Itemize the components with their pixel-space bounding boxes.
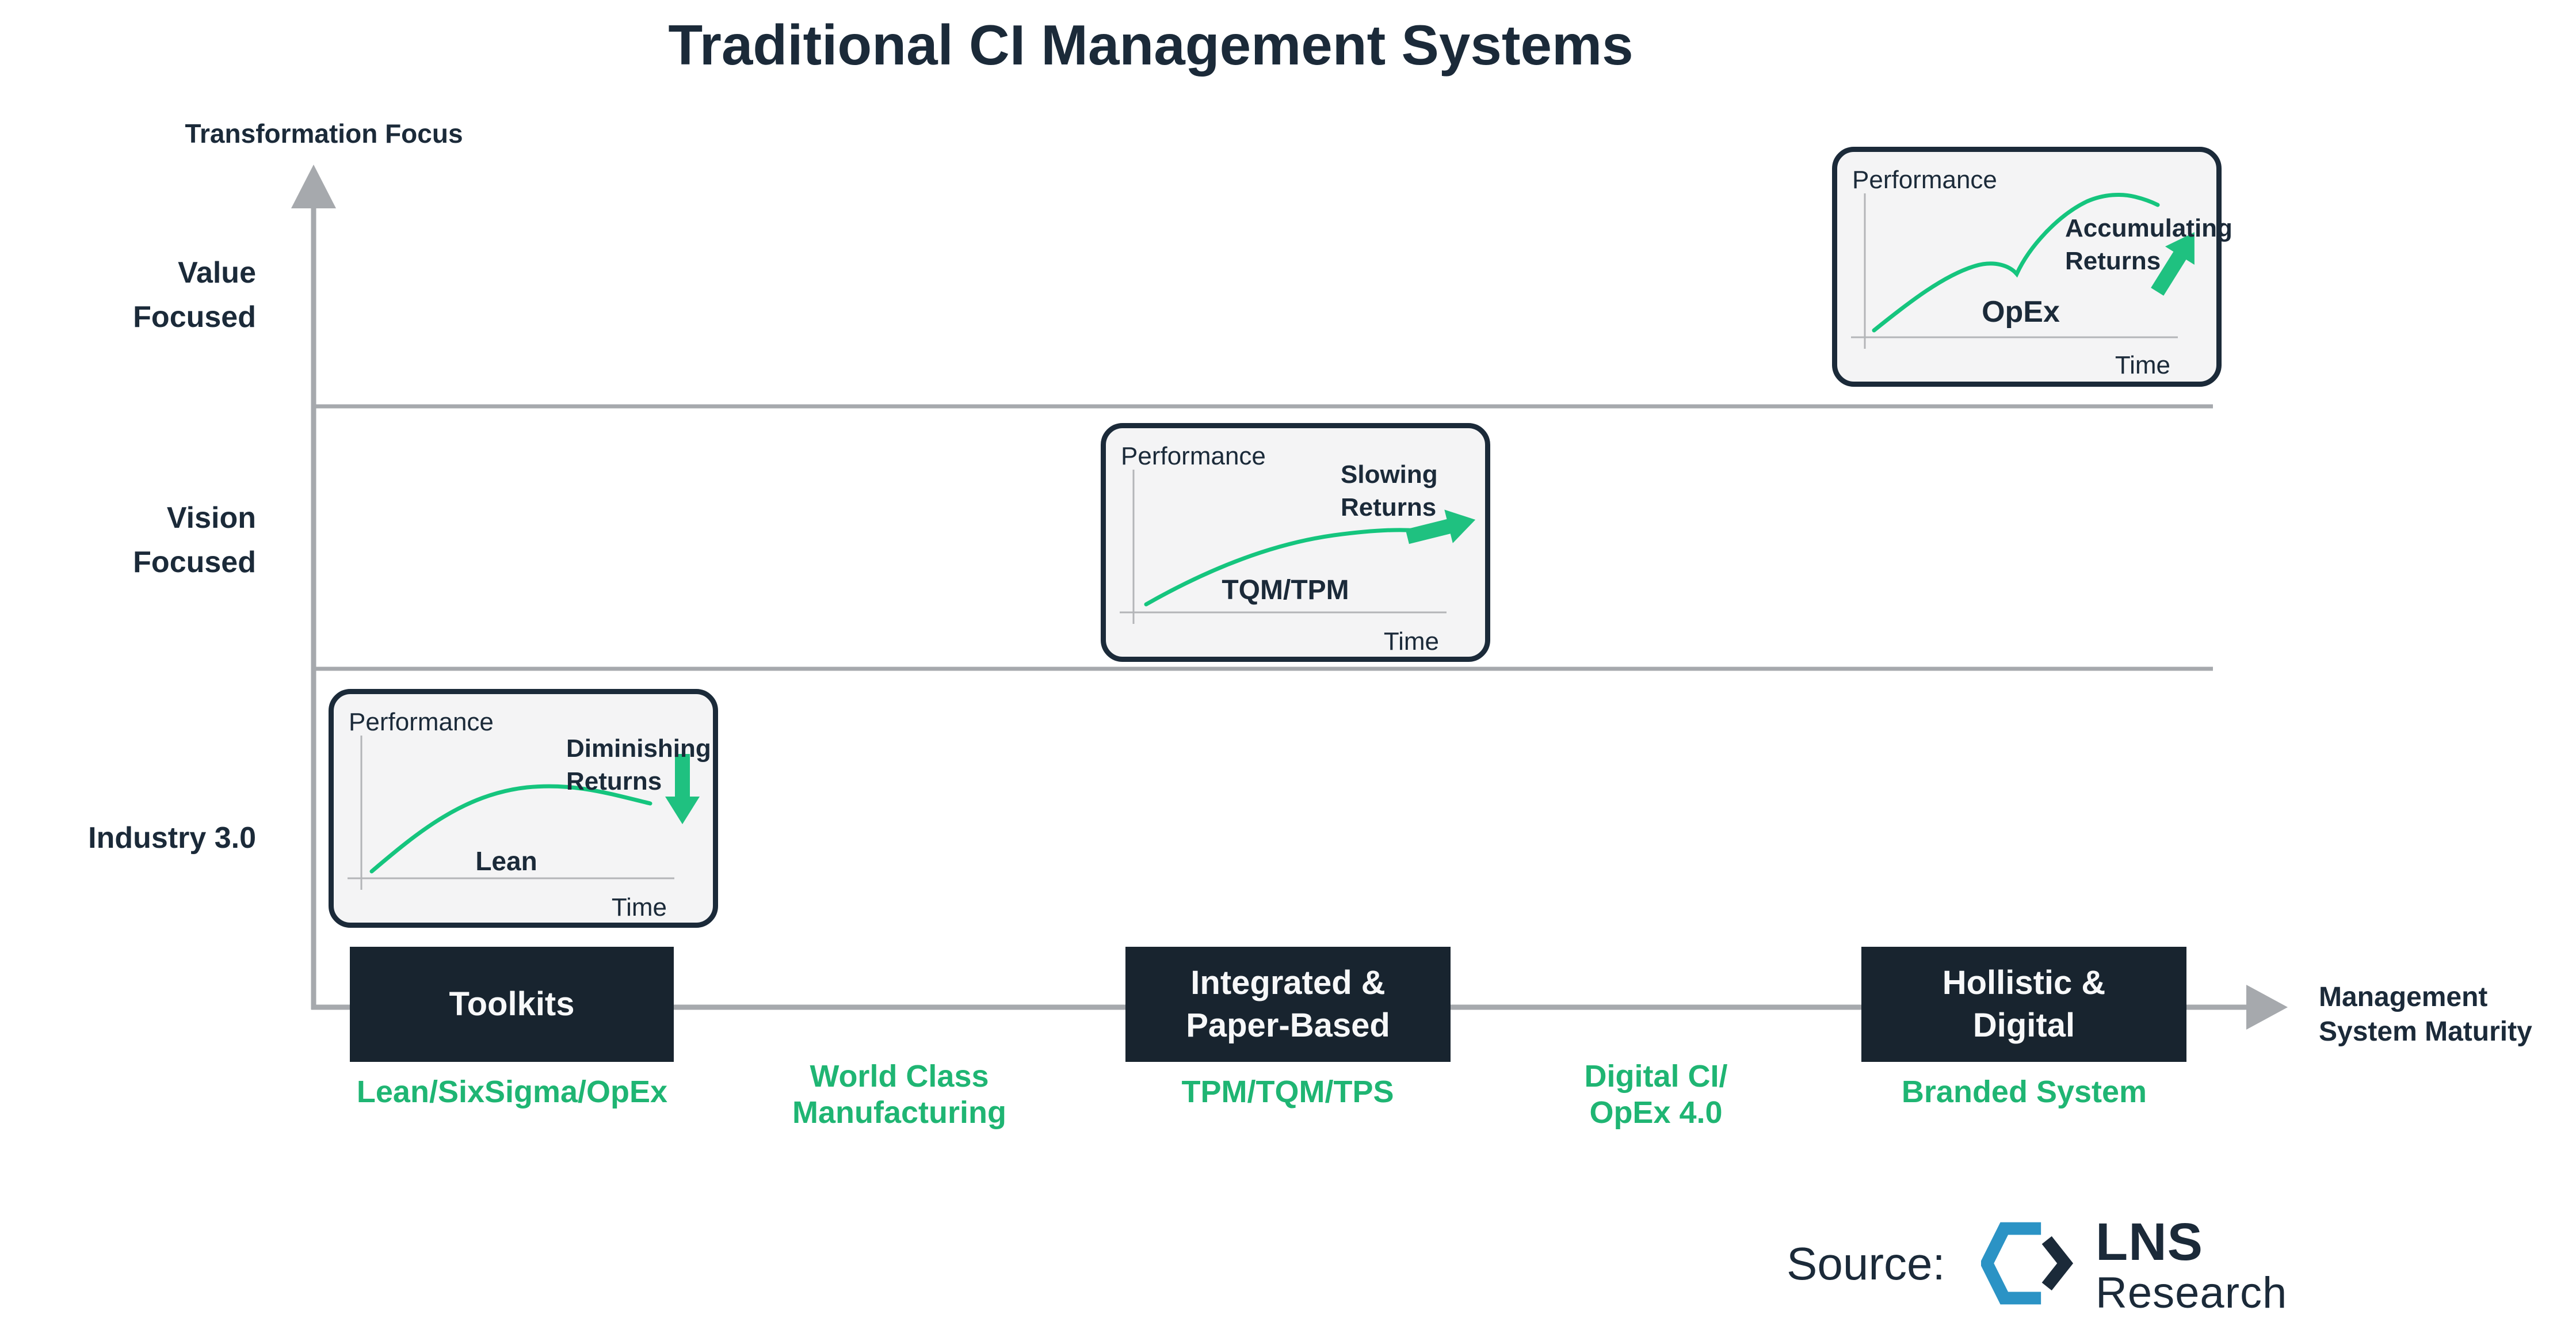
mini-y-label: Performance: [349, 708, 494, 736]
inset-chart-tqm-tpm: Performance Slowing Returns TQM/TPM Time: [1101, 423, 1490, 662]
lean-curve: [369, 784, 652, 874]
inset-chart-opex: Performance Accumulating Returns OpEx Ti…: [1832, 147, 2232, 387]
annotation-slowing-returns: Slowing Returns: [1341, 460, 1438, 522]
annotation-accumulating-returns: Accumulating Returns: [2065, 214, 2232, 276]
lns-logo-text: LNS Research: [2096, 1216, 2287, 1315]
mini-y-label: Performance: [1852, 166, 1997, 194]
trend-arrow-right-icon: [1405, 509, 1476, 544]
curve-label-tqm-tpm: TQM/TPM: [1222, 575, 1349, 605]
stage-box-toolkits: Toolkits: [350, 947, 674, 1062]
x-axis-title: Management System Maturity: [2319, 982, 2532, 1047]
page-title: Traditional CI Management Systems: [668, 13, 1634, 77]
level-industry-3-0: Industry 3.0: [88, 821, 256, 855]
level-value-focused: Value Focused: [133, 256, 256, 334]
annotation-diminishing-returns: Diminishing Returns: [566, 734, 711, 796]
lns-logo-chevron: [2041, 1236, 2074, 1291]
lns-logo-subname: Research: [2096, 1269, 2288, 1317]
y-axis-title: Transformation Focus: [185, 119, 463, 148]
stage-box-hollistic-digital: Hollistic & Digital: [1861, 947, 2186, 1062]
curve-label-lean: Lean: [475, 846, 537, 876]
source-label: Source:: [1787, 1238, 1945, 1289]
lns-logo-hex-bracket: [1981, 1222, 2041, 1305]
sublabel-hollistic: Branded System: [1901, 1075, 2147, 1109]
between-label-digital-ci: Digital CI/ OpEx 4.0: [1584, 1059, 1728, 1130]
lns-logo-icon: [1981, 1222, 2074, 1305]
tqm-mini-plot: [1120, 470, 1476, 624]
stage-box-integrated-paper-based: Integrated & Paper-Based: [1125, 947, 1451, 1062]
opex-mini-plot: [1851, 192, 2195, 349]
sublabel-integrated: TPM/TQM/TPS: [1181, 1075, 1394, 1109]
level-vision-focused: Vision Focused: [133, 501, 256, 579]
trend-arrow-up-right-icon: [2151, 232, 2195, 296]
y-axis-arrow-icon: [291, 165, 336, 208]
mini-x-label: Time: [2115, 351, 2170, 379]
curve-label-opex: OpEx: [1982, 295, 2060, 329]
inset-chart-lean: Performance Diminishing Returns Lean Tim…: [329, 689, 718, 928]
mini-x-label: Time: [1383, 627, 1439, 656]
mini-y-label: Performance: [1121, 442, 1266, 470]
lean-mini-plot: [348, 736, 700, 890]
lns-logo-name: LNS: [2096, 1213, 2203, 1271]
sublabel-toolkits: Lean/SixSigma/OpEx: [356, 1075, 668, 1109]
tqm-curve: [1144, 528, 1419, 607]
between-label-world-class: World Class Manufacturing: [792, 1059, 1006, 1130]
x-axis-arrow-icon: [2246, 985, 2288, 1030]
trend-arrow-down-icon: [665, 754, 700, 824]
opex-curve: [1872, 192, 2160, 333]
mini-x-label: Time: [611, 893, 667, 921]
